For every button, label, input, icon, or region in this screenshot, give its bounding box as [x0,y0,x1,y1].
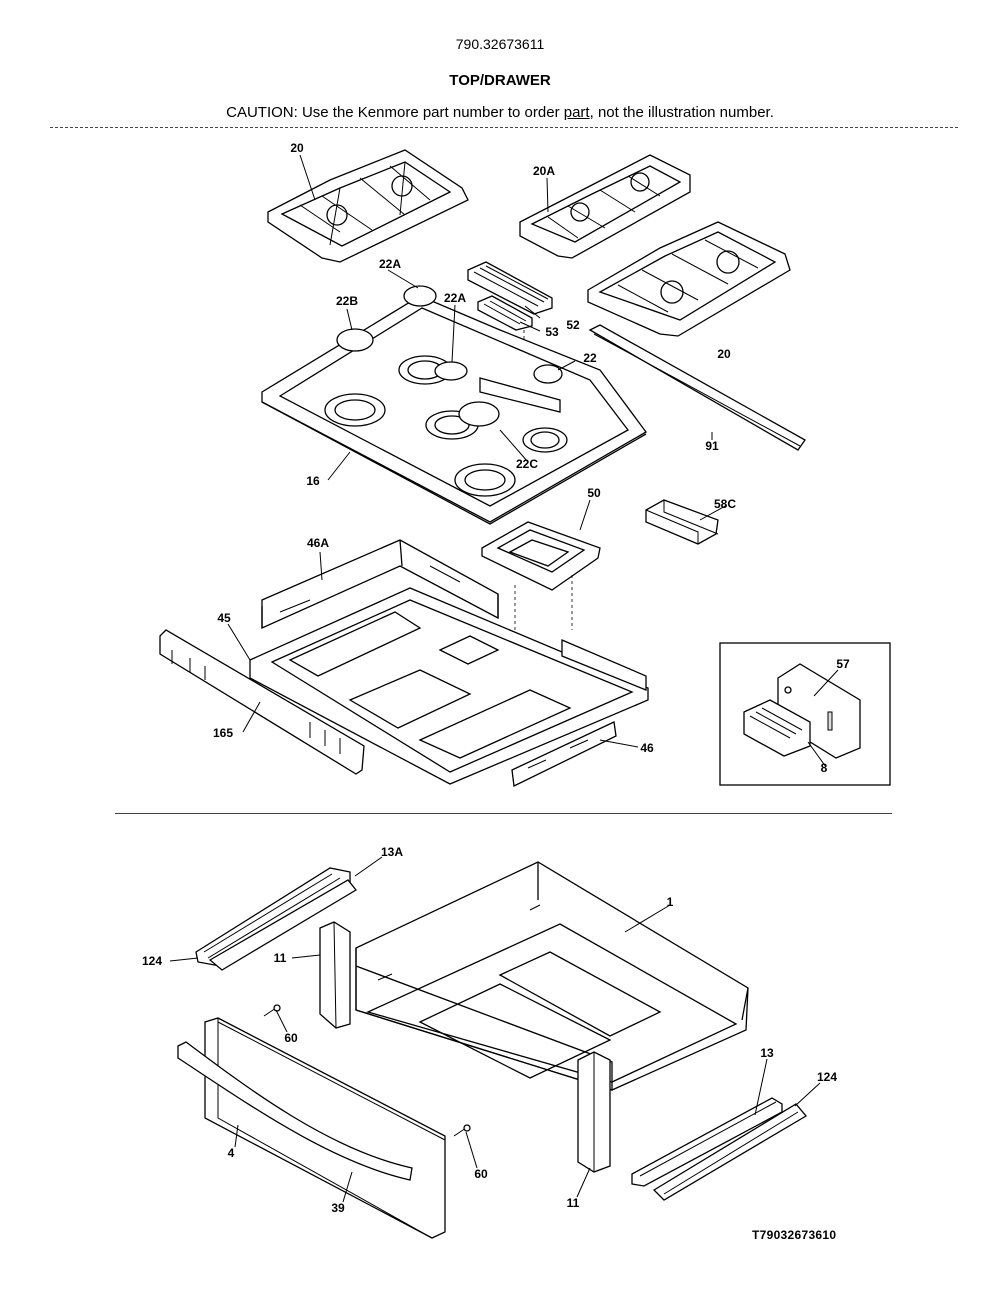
callout-8: 8 [821,761,828,775]
catalog-code: T79032673610 [752,1228,837,1242]
foam-block [645,499,719,545]
callout-57: 57 [836,657,850,671]
drawer-handle [177,1041,413,1181]
section-title: TOP/DRAWER [449,72,551,89]
callout-22c: 22C [516,457,538,471]
callout-20-right: 20 [717,347,731,361]
drawer-bracket-right [577,1051,611,1173]
callout-22a-center: 22A [444,291,466,305]
callout-4: 4 [228,1146,235,1160]
burner-grate-center [519,154,691,259]
callout-50: 50 [587,486,601,500]
callout-20a: 20A [533,164,555,178]
callout-22: 22 [583,351,597,365]
side-trim-strip [588,324,806,451]
callout-22b: 22B [336,294,358,308]
caution-text-end: , not the illustration number. [589,104,774,121]
callout-labels: 20 20A 20 22A 22B 22A 52 53 22 91 16 22C… [142,141,850,1215]
callout-11-left: 11 [274,951,287,965]
callout-52: 52 [566,318,580,332]
callout-46: 46 [640,741,654,755]
callout-13a: 13A [381,845,403,859]
caution-underlined-word: part [563,104,590,121]
callout-22a-top: 22A [379,257,401,271]
drawer-box [355,861,749,1091]
burner-base-tray [249,587,649,787]
callout-46a: 46A [307,536,329,550]
caution-text: CAUTION: Use the Kenmore part number to … [226,104,564,121]
callout-13: 13 [760,1046,774,1060]
callout-60-left: 60 [284,1031,298,1045]
callout-91: 91 [705,439,719,453]
callout-60-right: 60 [474,1167,488,1181]
burner-box [481,521,601,640]
callout-58c: 58C [714,497,736,511]
section-divider [115,813,892,814]
spark-module-inset [719,642,891,786]
callout-165: 165 [213,726,233,740]
model-number: 790.32673611 [455,36,545,52]
callout-124-left: 124 [142,954,162,968]
callout-53: 53 [545,325,559,339]
header-divider [50,127,958,128]
burner-grate-left [267,149,469,263]
callout-124-right: 124 [817,1070,837,1084]
callout-45: 45 [217,611,231,625]
drawer-slide-right [631,1097,807,1201]
front-trim-bar [159,629,365,775]
vent-trim [467,261,553,380]
drawer-bracket-left [319,921,351,1029]
drawer-slide-left [195,867,357,971]
rear-panel [261,539,499,630]
callout-1: 1 [667,895,674,909]
callout-11-right: 11 [567,1196,580,1210]
caution-note: CAUTION: Use the Kenmore part number to … [0,104,1000,121]
drawer-front [204,1017,446,1239]
callout-16: 16 [306,474,320,488]
burner-caps [336,285,563,427]
callout-20-left: 20 [290,141,304,155]
leader-lines [169,154,839,1203]
burner-grate-right [587,221,791,337]
callout-39: 39 [331,1201,345,1215]
